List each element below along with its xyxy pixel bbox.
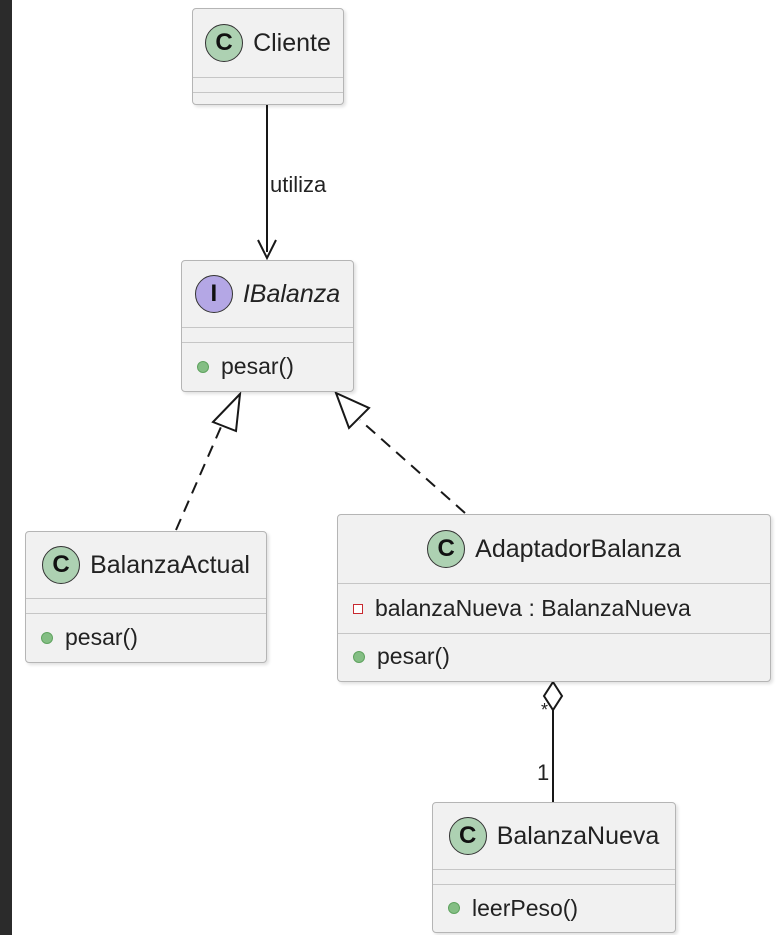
uses-arrowhead — [257, 239, 277, 261]
public-visibility-icon — [353, 650, 365, 663]
class-name: BalanzaNueva — [496, 821, 660, 850]
method-name: pesar() — [221, 353, 294, 379]
attributes-compartment — [26, 598, 266, 613]
method-name: pesar() — [65, 624, 138, 650]
class-name: BalanzaActual — [90, 550, 250, 579]
class-stereotype-icon: C — [427, 530, 466, 568]
private-visibility-icon — [353, 603, 363, 614]
methods-compartment — [193, 92, 343, 93]
method-row: leerPeso() — [433, 884, 675, 931]
class-name: AdaptadorBalanza — [475, 534, 681, 563]
field-name: balanzaNueva : BalanzaNueva — [375, 595, 691, 621]
class-balanza-nueva[interactable]: C BalanzaNueva leerPeso() — [432, 802, 676, 933]
public-visibility-icon — [448, 902, 460, 914]
realization-line-actual — [175, 419, 225, 531]
uses-label: utiliza — [270, 172, 327, 197]
aggregation-target-multiplicity: 1 — [537, 760, 550, 785]
method-row: pesar() — [182, 342, 353, 390]
aggregation-source-multiplicity: * — [541, 700, 549, 720]
class-stereotype-icon: C — [205, 24, 244, 62]
method-row: pesar() — [338, 633, 770, 679]
attributes-compartment — [433, 869, 675, 884]
realization-line-adaptador — [359, 419, 466, 514]
attributes-compartment — [182, 327, 353, 342]
interface-ibalanza[interactable]: I IBalanza pesar() — [181, 260, 354, 392]
interface-name: IBalanza — [242, 279, 341, 308]
class-name: Cliente — [253, 28, 331, 57]
class-stereotype-icon: C — [448, 817, 487, 855]
realization-arrowhead-adaptador — [334, 391, 371, 430]
field-row: balanzaNueva : BalanzaNueva — [338, 583, 770, 633]
editor-side-bar — [0, 0, 12, 935]
class-cliente[interactable]: C Cliente — [192, 8, 344, 105]
method-row: pesar() — [26, 613, 266, 661]
class-balanza-actual[interactable]: C BalanzaActual pesar() — [25, 531, 267, 663]
method-name: pesar() — [377, 643, 450, 669]
attributes-compartment — [193, 77, 343, 92]
class-stereotype-icon: C — [42, 546, 81, 584]
method-name: leerPeso() — [472, 894, 579, 921]
interface-stereotype-icon: I — [194, 275, 233, 313]
realization-arrowhead-actual — [211, 391, 242, 433]
public-visibility-icon — [197, 360, 209, 373]
class-adaptador-balanza[interactable]: C AdaptadorBalanza balanzaNueva : Balanz… — [337, 514, 771, 682]
public-visibility-icon — [41, 631, 53, 644]
